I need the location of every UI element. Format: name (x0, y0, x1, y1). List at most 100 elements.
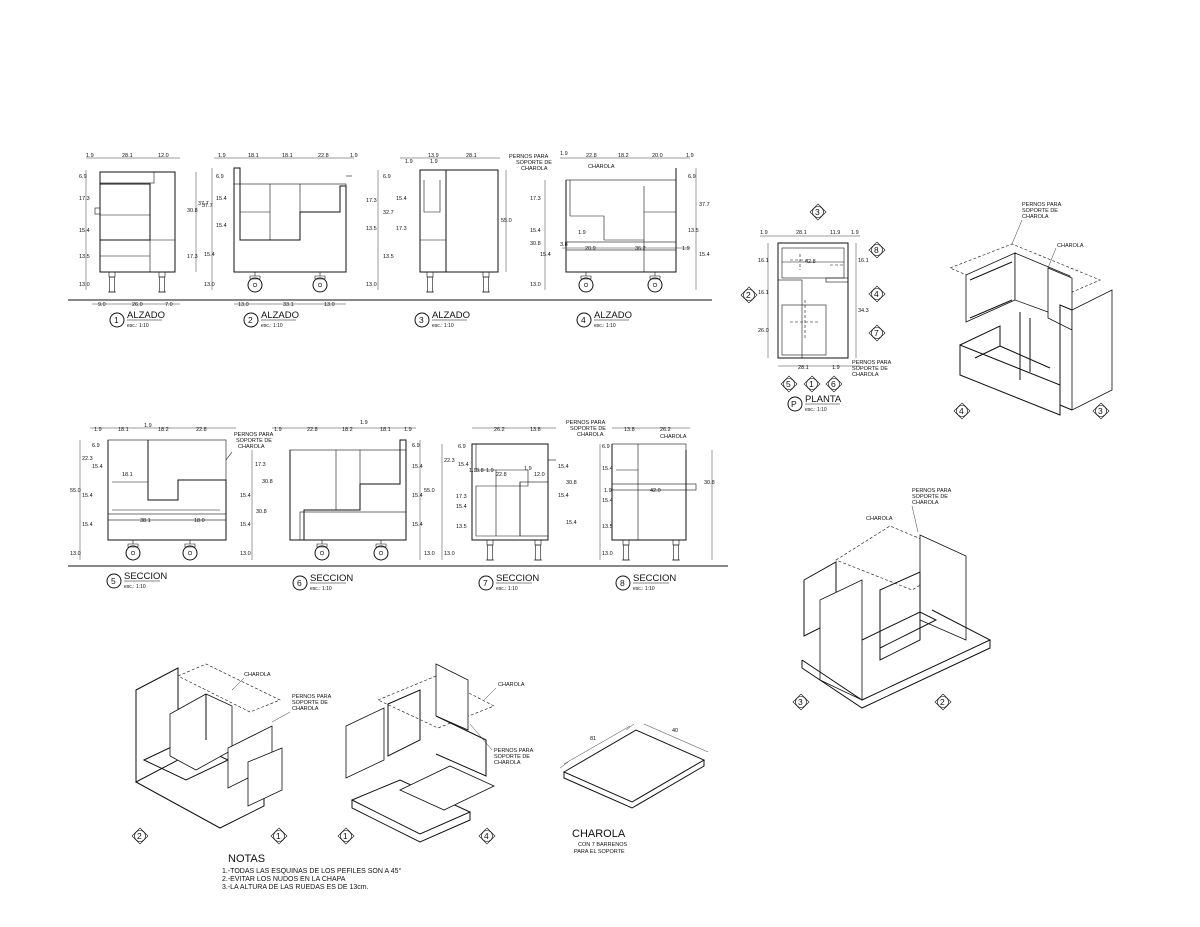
view-number: 8 (620, 578, 625, 588)
dim-text: 20.9 (585, 246, 596, 252)
annotation-text: SOPORTE DE (236, 438, 272, 444)
dim-text: 15.4 (602, 466, 613, 472)
iso-marker: 1 (343, 831, 348, 841)
dim-text: 42.8 (805, 259, 816, 265)
dim-text: 1.9 (218, 153, 226, 159)
annotation-text: SOPORTE DE (516, 160, 552, 166)
annotation-text: PERNOS PARA (566, 420, 606, 426)
dim-text: 16.1 (758, 258, 769, 264)
dim-text: 15.4 (412, 493, 423, 499)
dim-text: 26.2 (660, 427, 671, 433)
dim-text: 13.9 (428, 153, 439, 159)
dim-text: 6.9 (216, 174, 224, 180)
dim-text: 1.9 (686, 153, 694, 159)
dim-text: 1.9 (404, 427, 412, 433)
dim-text: 36.2 (635, 246, 646, 252)
annotation-text: PERNOS PARA (509, 154, 549, 160)
dim-text: 15.4 (79, 228, 90, 234)
dim-text: 26.0 (758, 328, 769, 334)
annotation-text: SOPORTE DE (912, 494, 948, 500)
dim-text: 15.4 (204, 252, 215, 258)
dim-text: 15.4 (699, 252, 710, 258)
dim-text: 3.8 (560, 242, 568, 248)
section-marker: 4 (874, 289, 879, 299)
view-title: SECCION (633, 573, 676, 584)
annotation-text: SOPORTE DE (570, 426, 606, 432)
iso-marker: 4 (484, 831, 489, 841)
dim-text: 6.9 (602, 444, 610, 450)
dim-text: 17.3 (187, 254, 198, 260)
dim-text: 17.3 (79, 196, 90, 202)
dim-text: 18.2 (342, 427, 353, 433)
dim-text: 37.7 (699, 202, 710, 208)
elevation-4: PERNOS PARA SOPORTE DE CHAROLA CHAROLA 1… (509, 151, 710, 329)
annotation-text: CHAROLA (1022, 214, 1049, 220)
annotation-text: CHAROLA (292, 706, 319, 712)
dim-text: 12.0 (158, 153, 169, 159)
annotation-text: PERNOS PARA (234, 432, 274, 438)
annotation-text: PERNOS PARA (912, 488, 952, 494)
dim-text: 15.4 (458, 462, 469, 468)
dim-text: 30.8 (262, 479, 273, 485)
dim-text: 15.4 (530, 228, 541, 234)
dim-text: 6.9 (92, 443, 100, 449)
dim-text: 16.1 (858, 258, 869, 264)
dim-text: 1.9 (760, 230, 768, 236)
dim-text: 6.9 (458, 444, 466, 450)
annotation-text: CHAROLA (866, 516, 893, 522)
view-number: 5 (111, 576, 116, 586)
dim-text: 1.9 (469, 468, 477, 474)
view-title: ALZADO (127, 310, 165, 321)
dim-text: 1.9 (94, 427, 102, 433)
dim-text: 15.4 (558, 493, 569, 499)
dim-text: 32.7 (383, 210, 394, 216)
annotation-text: SOPORTE DE (1022, 208, 1058, 214)
dim-text: 11.9 (830, 230, 840, 236)
dim-text: 1.9 (144, 423, 152, 429)
note-item: 2.-EVITAR LOS NUDOS EN LA CHAPA (222, 876, 346, 883)
dim-text: 38.1 (140, 518, 151, 524)
section-6: 1.9 22.8 18.2 1.9 18.1 1.9 17.3 30.8 15.… (240, 420, 435, 592)
dim-text: 12.0 (534, 472, 545, 478)
dim-text: 30.8 (566, 480, 577, 486)
annotation-text: SOPORTE DE (494, 754, 530, 760)
annotation-text: PERNOS PARA (292, 694, 332, 700)
elevation-3: 1.9 13.9 28.1 1.9 6.9 17.3 15.4 13.5 13.… (366, 153, 512, 329)
dim-text: 22.8 (196, 427, 207, 433)
view-title: ALZADO (261, 310, 299, 321)
tray-dim: 40 (672, 728, 678, 734)
dim-text: 18.0 (194, 518, 205, 524)
annotation-text: CHAROLA (238, 444, 265, 450)
view-title: SECCION (124, 571, 167, 582)
annotation-text: CHAROLA (588, 164, 615, 170)
dim-text: 28.1 (798, 365, 809, 371)
dim-text: 13.8 (624, 427, 635, 433)
dim-text: 1.9 (682, 246, 690, 252)
dim-text: 13.0 (444, 551, 455, 557)
dim-text: 28.1 (122, 153, 133, 159)
dim-text: 33.1 (283, 302, 294, 308)
dim-text: 15.4 (558, 464, 569, 470)
view-scale: esc.: 1:10 (261, 323, 283, 329)
dim-text: 30.8 (530, 241, 541, 247)
notes-block: NOTAS 1.-TODAS LAS ESQUINAS DE LOS PEFIL… (222, 853, 401, 891)
dim-text: 15.4 (216, 223, 227, 229)
dim-text: 15.4 (240, 493, 251, 499)
view-scale: esc.: 1:10 (432, 323, 454, 329)
section-marker: 8 (874, 245, 879, 255)
dim-text: 26.2 (494, 427, 505, 433)
iso-marker: 2 (940, 697, 945, 707)
iso-marker: 2 (137, 831, 142, 841)
dim-text: 15.4 (540, 252, 551, 258)
dim-text: 22.3 (82, 456, 93, 462)
annotation-text: SOPORTE DE (852, 366, 888, 372)
dim-text: 34.3 (858, 308, 869, 314)
view-number: 2 (248, 315, 253, 325)
view-title: PLANTA (805, 394, 842, 405)
dim-text: 18.1 (122, 472, 133, 478)
dim-text: 13.8 (530, 427, 541, 433)
dim-text: 1.9 (851, 230, 859, 236)
iso-marker: 4 (959, 406, 964, 416)
dim-text: 15.4 (240, 522, 251, 528)
